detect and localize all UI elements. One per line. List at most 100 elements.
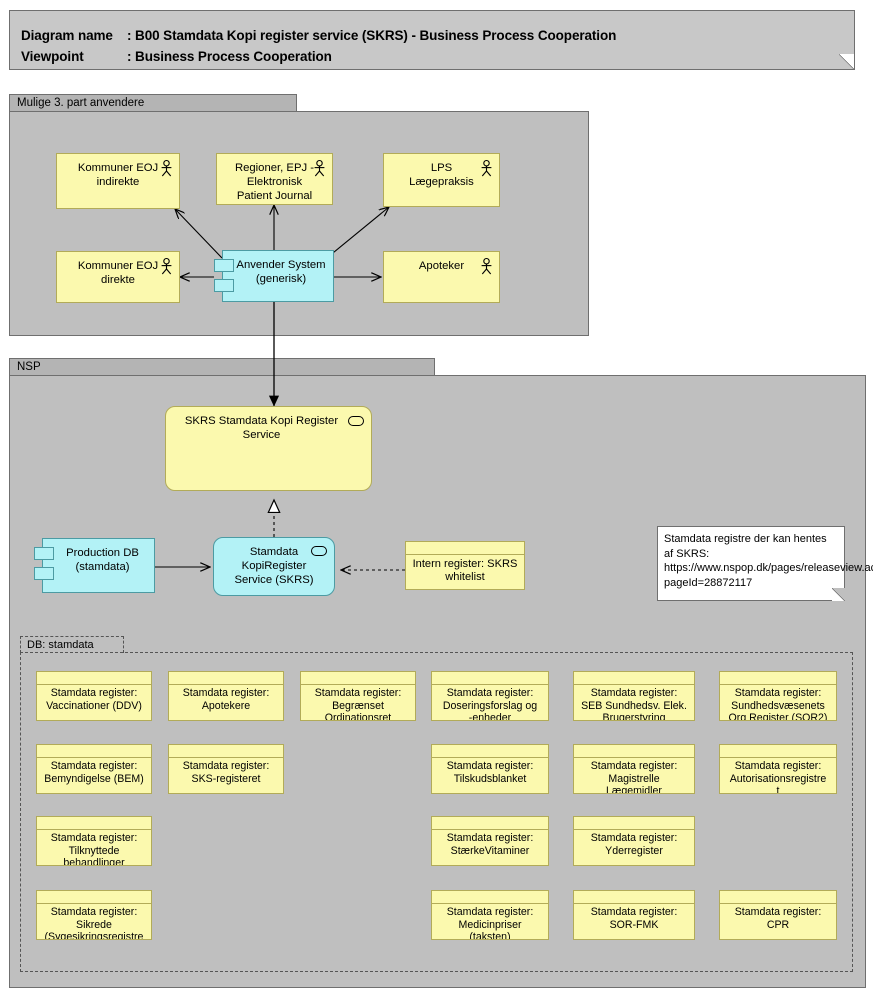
register-label: Stamdata register: Yderregister [590, 832, 678, 857]
element-lps-laegepraksis[interactable]: LPS Lægepraksis [383, 153, 500, 207]
element-label: Intern register: SKRS whitelist [412, 558, 518, 584]
diagram-name-value: : B00 Stamdata Kopi register service (SK… [127, 28, 617, 43]
element-intern-register-skrs-whitelist[interactable]: Intern register: SKRS whitelist [405, 541, 525, 590]
register-box[interactable]: Stamdata register: StærkeVitaminer [431, 816, 549, 866]
register-box[interactable]: Stamdata register: SEB Sundhedsv. Elek. … [573, 671, 695, 721]
service-oval-icon [311, 546, 327, 556]
note-text: Stamdata registre der kan hentes af SKRS… [664, 533, 873, 589]
register-label: Stamdata register: Tilknyttede behandlin… [50, 832, 138, 866]
register-box[interactable]: Stamdata register: Vaccinationer (DDV) [36, 671, 152, 721]
diagram-name-key: Diagram name [21, 28, 113, 43]
service-oval-icon [348, 416, 364, 426]
register-separator [720, 903, 836, 904]
register-box[interactable]: Stamdata register: SKS-registeret [168, 744, 284, 794]
register-box[interactable]: Stamdata register: SOR-FMK [573, 890, 695, 940]
register-separator [169, 684, 283, 685]
register-separator [720, 684, 836, 685]
group-db-stamdata-tab: DB: stamdata [20, 636, 124, 653]
element-regioner-epj[interactable]: Regioner, EPJ - Elektronisk Patient Jour… [216, 153, 333, 205]
element-production-db[interactable]: Production DB (stamdata) [34, 538, 155, 593]
viewpoint-value: : Business Process Cooperation [127, 49, 332, 64]
register-separator [37, 903, 151, 904]
register-label: Stamdata register: Vaccinationer (DDV) [46, 687, 142, 712]
element-apoteker[interactable]: Apoteker [383, 251, 500, 303]
register-box[interactable]: Stamdata register: Begrænset Ordinations… [300, 671, 416, 721]
register-separator [432, 829, 548, 830]
register-label: Stamdata register: SOR-FMK [590, 906, 678, 931]
register-separator [37, 757, 151, 758]
register-separator [574, 903, 694, 904]
register-box[interactable]: Stamdata register: Tilknyttede behandlin… [36, 816, 152, 866]
element-label: Stamdata KopiRegister Service (SKRS) [234, 546, 314, 586]
element-label: Kommuner EOJ direkte [77, 260, 159, 286]
element-anvender-system[interactable]: Anvender System (generisk) [214, 250, 334, 302]
register-box[interactable]: Stamdata register: Apotekere [168, 671, 284, 721]
register-box[interactable]: Stamdata register: Magistrelle Lægemidle… [573, 744, 695, 794]
register-separator [432, 903, 548, 904]
register-label: Stamdata register: Begrænset Ordinations… [314, 687, 402, 721]
register-separator [432, 757, 548, 758]
register-label: Stamdata register: SEB Sundhedsv. Elek. … [581, 687, 687, 721]
register-separator [574, 829, 694, 830]
component-tab-icon [34, 567, 54, 580]
register-label: Stamdata register: SKS-registeret [182, 760, 270, 785]
register-separator [406, 554, 524, 555]
diagram-name-line: Diagram name : B00 Stamdata Kopi register… [21, 28, 616, 43]
register-box[interactable]: Stamdata register: Doseringsforslag og -… [431, 671, 549, 721]
element-skrs-stamdata-kopi-register-service[interactable]: SKRS Stamdata Kopi Register Service [165, 406, 372, 491]
element-kommuner-eoj-indirekte[interactable]: Kommuner EOJ indirekte [56, 153, 180, 209]
diagram-title-banner: Diagram name : B00 Stamdata Kopi register… [9, 10, 855, 70]
register-separator [720, 757, 836, 758]
register-separator [169, 757, 283, 758]
actor-icon [481, 159, 492, 177]
note-fold-corner [832, 588, 845, 601]
register-label: Stamdata register: Tilskudsblanket [446, 760, 534, 785]
group-third-party-tab: Mulige 3. part anvendere [9, 94, 297, 112]
register-box[interactable]: Stamdata register: Bemyndigelse (BEM) [36, 744, 152, 794]
register-label: Stamdata register: Sundhedsvæsenets Org … [728, 687, 828, 721]
component-tab-icon [214, 259, 234, 272]
register-separator [574, 757, 694, 758]
register-label: Stamdata register: Medicinpriser (takste… [446, 906, 534, 940]
register-separator [301, 684, 415, 685]
element-label: Anvender System (generisk) [236, 259, 326, 285]
register-label: Stamdata register: Bemyndigelse (BEM) [44, 760, 144, 785]
register-box[interactable]: Stamdata register: CPR [719, 890, 837, 940]
register-separator [37, 684, 151, 685]
register-box[interactable]: Stamdata register: Sikrede (Sygesikrings… [36, 890, 152, 940]
register-separator [37, 829, 151, 830]
banner-fold-corner [839, 54, 854, 69]
viewpoint-key: Viewpoint [21, 49, 84, 64]
register-box[interactable]: Stamdata register: Sundhedsvæsenets Org … [719, 671, 837, 721]
register-box[interactable]: Stamdata register: Medicinpriser (takste… [431, 890, 549, 940]
element-label: Apoteker [418, 260, 465, 272]
group-nsp-tab: NSP [9, 358, 435, 376]
element-label: Kommuner EOJ indirekte [77, 162, 159, 188]
register-label: Stamdata register: StærkeVitaminer [446, 832, 534, 857]
register-label: Stamdata register: Apotekere [182, 687, 270, 712]
register-box[interactable]: Stamdata register: Autorisationsregistre… [719, 744, 837, 794]
register-box[interactable]: Stamdata register: Yderregister [573, 816, 695, 866]
actor-icon [481, 257, 492, 275]
element-label: LPS Lægepraksis [409, 162, 474, 188]
component-tab-icon [214, 279, 234, 292]
register-label: Stamdata register: CPR [734, 906, 822, 931]
group-db-stamdata-body [20, 652, 853, 972]
actor-icon [161, 257, 172, 275]
register-separator [432, 684, 548, 685]
register-separator [574, 684, 694, 685]
actor-icon [314, 159, 325, 177]
component-tab-icon [34, 547, 54, 560]
register-box[interactable]: Stamdata register: Tilskudsblanket [431, 744, 549, 794]
element-kommuner-eoj-direkte[interactable]: Kommuner EOJ direkte [56, 251, 180, 303]
register-label: Stamdata register: Doseringsforslag og -… [442, 687, 538, 721]
register-label: Stamdata register: Autorisationsregistre… [729, 760, 827, 794]
actor-icon [161, 159, 172, 177]
register-label: Stamdata register: Magistrelle Lægemidle… [590, 760, 678, 794]
register-label: Stamdata register: Sikrede (Sygesikrings… [44, 906, 144, 940]
element-label: Regioner, EPJ - Elektronisk Patient Jour… [234, 162, 315, 202]
element-label: Production DB (stamdata) [66, 547, 139, 573]
element-stamdata-kopiregister-service[interactable]: Stamdata KopiRegister Service (SKRS) [213, 537, 335, 596]
note-stamdata-registre-link: Stamdata registre der kan hentes af SKRS… [657, 526, 873, 601]
